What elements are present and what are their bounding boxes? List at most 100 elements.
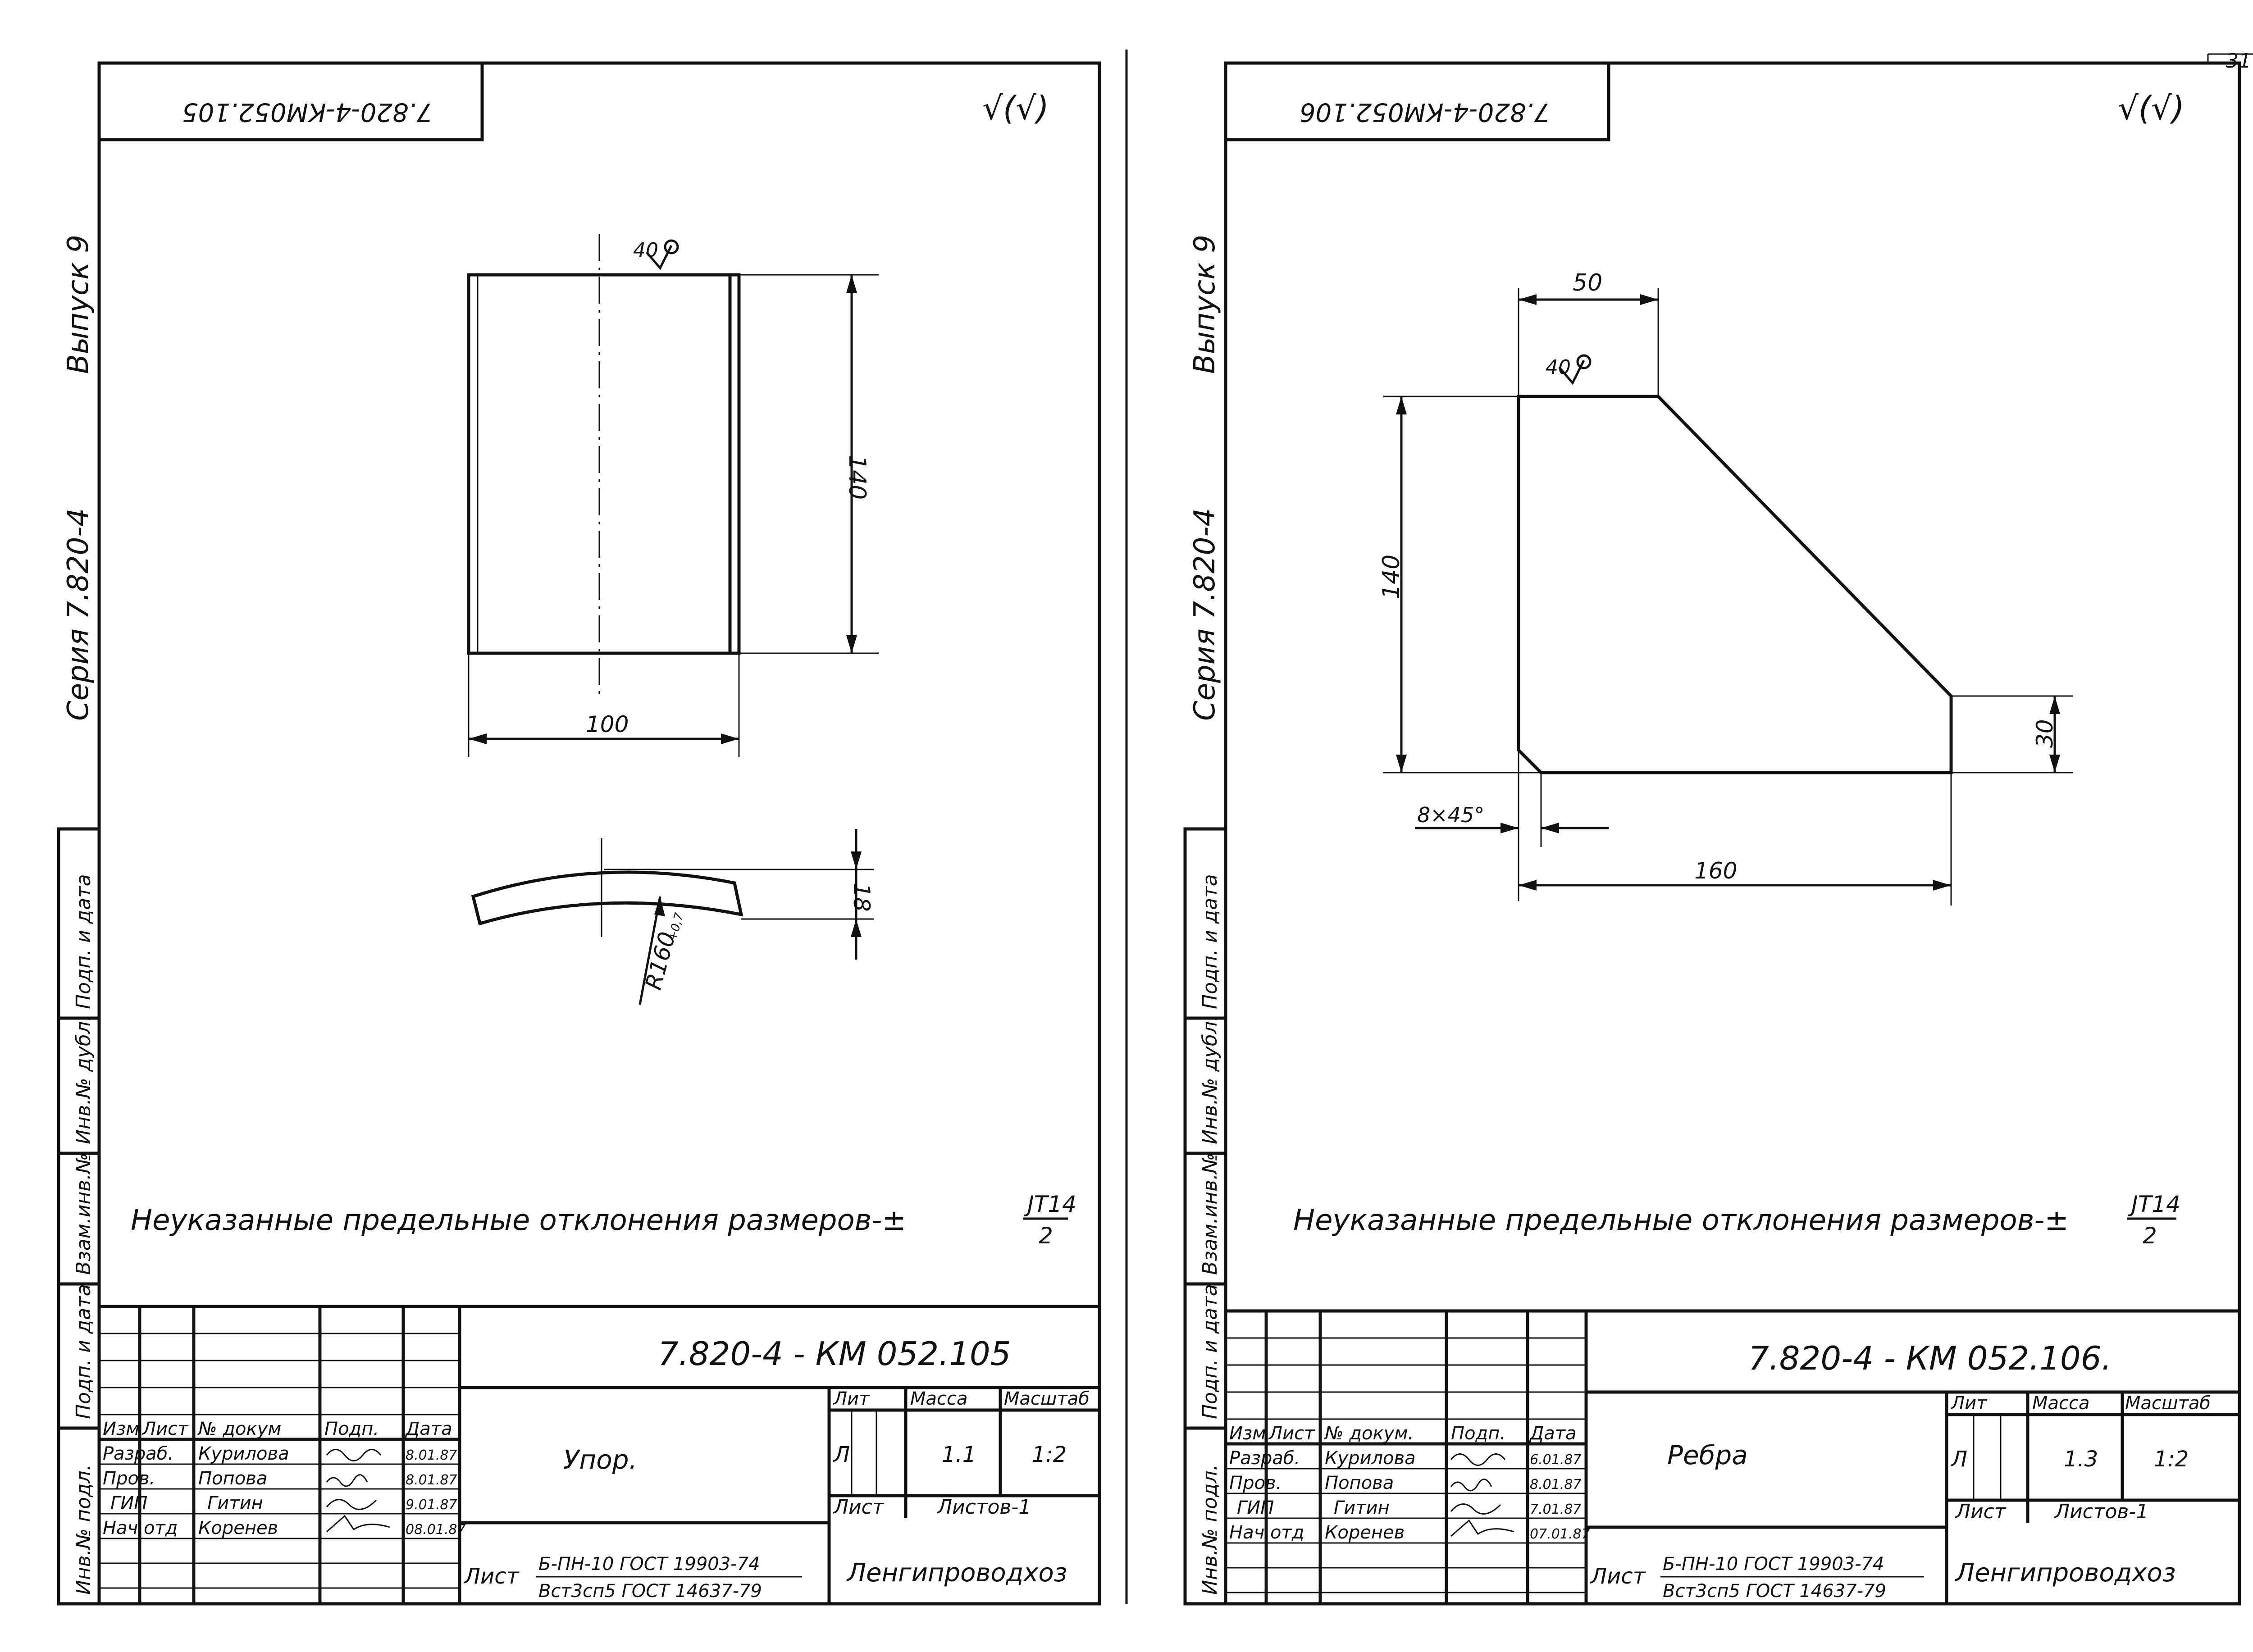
right-hdr-izm: Изм: [1229, 1423, 1266, 1444]
left-part-title: Упор.: [563, 1444, 637, 1475]
right-stamp-podl: Инв.№ подл.: [1199, 1464, 1222, 1595]
right-dim-160: 160: [1694, 858, 1737, 884]
left-title-block: Изм Лист № докум Подп. Дата Разраб. Кури…: [99, 1305, 1099, 1604]
left-hdr-list: Лист: [141, 1419, 189, 1439]
right-title-block: Изм Лист № докум. Подп. Дата Разраб. Кур…: [1226, 1309, 2239, 1604]
left-hdr-doc: № докум: [197, 1419, 281, 1439]
left-lit-value: Л: [833, 1442, 850, 1467]
right-dim-30: 30: [2032, 719, 2058, 748]
right-mass-value: 1.3: [2064, 1447, 2098, 1472]
right-tolerance-den: 2: [2143, 1223, 2157, 1249]
right-stamp-podp2: Подп. и дата: [1199, 1284, 1222, 1419]
right-roughness-40: 40: [1546, 356, 1571, 379]
left-row-name: Гитин: [207, 1493, 263, 1514]
right-material-bottom: Вст3сп5 ГОСТ 14637-79: [1663, 1581, 1886, 1602]
right-row-name: Гитин: [1334, 1497, 1390, 1518]
left-part-view: 140 100 40 18 R160 +0,7: [467, 234, 879, 1005]
left-lit-header: Лит: [833, 1388, 870, 1409]
left-row-name: Курилова: [198, 1443, 289, 1464]
left-stamp-vzam: Взам.инв.№: [72, 1153, 95, 1275]
right-sheets-label: Листов-1: [2054, 1500, 2148, 1523]
left-row-date: 08.01.87: [406, 1522, 466, 1538]
right-row-date: 8.01.87: [1530, 1477, 1582, 1493]
right-stamp-vzam: Взам.инв.№: [1199, 1153, 1222, 1275]
left-material-prefix: Лист: [463, 1564, 520, 1589]
left-sheets-label: Листов-1: [936, 1496, 1031, 1519]
left-corner-stamp: [97, 61, 484, 141]
left-scale-header: Масштаб: [1004, 1388, 1090, 1409]
left-row-role: Нач.отд: [103, 1518, 178, 1538]
right-tolerance-num: JT14: [2127, 1191, 2180, 1217]
right-series-label: Серия 7.820-4: [1188, 508, 1222, 721]
right-hdr-doc: № докум.: [1324, 1423, 1414, 1444]
right-sheet: 7.820-4-КМ052.106 √(√) Выпуск 9 Серия 7.…: [1183, 61, 2241, 1606]
left-material-bottom: Вст3сп5 ГОСТ 14637-79: [538, 1581, 762, 1602]
left-doc-code: 7.820-4 - КМ 052.105: [658, 1335, 1011, 1373]
right-row-name: Курилова: [1325, 1448, 1416, 1469]
left-row-date: 9.01.87: [406, 1497, 457, 1513]
right-scale-value: 1:2: [2154, 1447, 2189, 1472]
right-dim-50: 50: [1573, 269, 1602, 296]
right-row-role: Нач.отд: [1229, 1522, 1304, 1543]
right-hdr-list: Лист: [1268, 1423, 1315, 1444]
left-hdr-date: Дата: [405, 1419, 452, 1439]
left-row-role: Разраб.: [103, 1443, 173, 1464]
left-scale-value: 1:2: [1032, 1442, 1067, 1467]
right-side-stamp: [1183, 827, 1227, 1606]
right-row-role: Пров.: [1229, 1473, 1282, 1493]
left-roughness-40: 40: [633, 239, 658, 262]
right-stamp-dubl: Инв.№ дубл.: [1199, 1015, 1222, 1144]
right-organization: Ленгипроводхоз: [1955, 1558, 2176, 1588]
right-material-prefix: Лист: [1590, 1564, 1646, 1589]
right-scale-header: Масштаб: [2125, 1393, 2211, 1414]
left-roughness-mark: √(√): [982, 89, 1049, 127]
right-row-role: Разраб.: [1229, 1448, 1300, 1469]
right-part-title: Ребра: [1667, 1440, 1748, 1470]
left-row-name: Коренев: [198, 1518, 278, 1538]
right-tolerance-note: Неуказанные предельные отклонения размер…: [1293, 1191, 2180, 1249]
left-stamp-podp2: Подп. и дата: [72, 1284, 95, 1419]
right-row-name: Попова: [1325, 1473, 1394, 1493]
left-stamp-podl: Инв.№ подл.: [72, 1464, 95, 1595]
page-number: 31: [2207, 50, 2253, 73]
left-tolerance-text: Неуказанные предельные отклонения размер…: [131, 1204, 906, 1237]
left-sheet: 7.820-4-КМ052.105 √(√) Выпуск 9 Серия 7.…: [57, 61, 1101, 1606]
left-row-name: Попова: [198, 1468, 267, 1489]
left-tolerance-den: 2: [1039, 1223, 1053, 1249]
left-tolerance-num: JT14: [1023, 1191, 1076, 1217]
left-row-date: 8.01.87: [406, 1472, 457, 1488]
right-row-role: ГИП: [1237, 1497, 1274, 1518]
right-part-view: 50 40 140 30 160: [1378, 269, 2073, 906]
left-mass-header: Масса: [910, 1388, 968, 1409]
right-doc-code: 7.820-4 - КМ 052.106.: [1748, 1339, 2112, 1377]
right-mass-header: Масса: [2032, 1393, 2090, 1414]
left-material-top: Б-ПН-10 ГОСТ 19903-74: [538, 1554, 760, 1575]
left-corner-code: 7.820-4-КМ052.105: [182, 97, 433, 127]
left-dim-140: 140: [844, 455, 871, 500]
right-tolerance-text: Неуказанные предельные отклонения размер…: [1293, 1204, 2069, 1237]
right-dim-140: 140: [1378, 555, 1405, 599]
right-corner-stamp: [1224, 61, 1610, 141]
left-sheet-label: Лист: [833, 1496, 885, 1519]
left-stamp-podp: Подп. и дата: [72, 874, 95, 1009]
right-issue-label: Выпуск 9: [1188, 235, 1222, 374]
right-row-date: 07.01.87: [1530, 1526, 1590, 1542]
left-tolerance-note: Неуказанные предельные отклонения размер…: [131, 1191, 1076, 1249]
right-hdr-date: Дата: [1529, 1423, 1577, 1444]
left-row-role: Пров.: [103, 1468, 155, 1489]
left-dim-r-tol: +0,7: [666, 911, 686, 942]
right-row-date: 6.01.87: [1530, 1452, 1582, 1468]
left-stamp-dubl: Инв.№ дубл.: [72, 1015, 95, 1144]
right-material-top: Б-ПН-10 ГОСТ 19903-74: [1663, 1554, 1884, 1575]
right-roughness-mark: √(√): [2118, 89, 2185, 127]
left-row-role: ГИП: [110, 1493, 147, 1514]
right-hdr-podp: Подп.: [1451, 1423, 1505, 1444]
left-hdr-izm: Изм: [103, 1419, 139, 1439]
right-stamp-podp: Подп. и дата: [1199, 874, 1222, 1009]
left-side-stamp: [57, 827, 101, 1606]
right-lit-header: Лит: [1950, 1393, 1988, 1414]
left-row-date: 8.01.87: [406, 1447, 457, 1463]
left-series-label: Серия 7.820-4: [62, 508, 95, 721]
right-lit-value: Л: [1950, 1447, 1967, 1472]
